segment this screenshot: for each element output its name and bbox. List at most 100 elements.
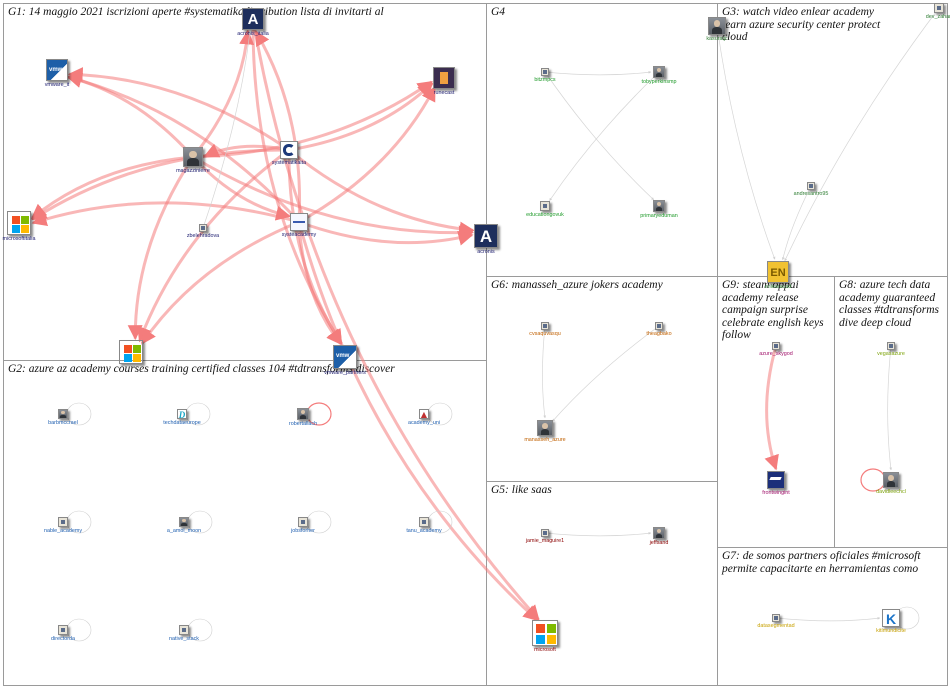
- node-label: native_stack: [169, 636, 199, 642]
- mortarboard-icon: ▲: [419, 409, 429, 419]
- node-nable_academy[interactable]: nable_academy: [44, 517, 82, 534]
- node-label: nable_academy: [43, 528, 83, 534]
- node-label: microsoftitalia: [2, 236, 36, 242]
- edge-dev_zahan-to-enlearacademy: [784, 7, 940, 262]
- edge-acronis_italia-to-vmware_partners: [251, 18, 343, 345]
- edge-systematikaita-to-microsoftitalia: [31, 148, 290, 221]
- node-azure_skygod[interactable]: azure_skygod: [759, 342, 793, 357]
- node-datasegmentad[interactable]: datasegmentad: [757, 614, 795, 629]
- node-vegasazure[interactable]: vegasazure: [877, 342, 905, 357]
- node-a_amol_moon[interactable]: a_amol_moon: [167, 517, 201, 534]
- small-logo-icon: [179, 625, 189, 635]
- self-loop-davidleechcl: [860, 468, 886, 492]
- edge-systematikaita-to-acronis: [288, 148, 475, 237]
- node-label: educationgovuk: [526, 212, 564, 218]
- node-label: vmware_it: [44, 82, 70, 88]
- node-ms_windows[interactable]: [119, 340, 143, 364]
- group-title-g2: G2: azure az academy courses training ce…: [8, 363, 395, 375]
- node-label: tanu_academy: [406, 528, 442, 534]
- node-label: manasseh_azure: [524, 437, 566, 443]
- node-label: magazzinierre: [176, 168, 210, 174]
- edge-systeacademy-to-vmware_it: [66, 73, 301, 224]
- edge-magazzinierre-to-ms_windows: [127, 156, 195, 341]
- node-label: systeacademy: [281, 232, 317, 238]
- node-runecast[interactable]: runecast: [433, 67, 455, 96]
- node-primaryeducation[interactable]: primaryeduman: [640, 200, 678, 219]
- group-title-g1: G1: 14 maggio 2021 iscrizioni aperte #sy…: [8, 6, 384, 18]
- node-zbelehradova[interactable]: zbelehradova: [187, 224, 219, 239]
- node-label: vegasazure: [877, 351, 905, 357]
- edge-azure_skygod-to-frontwingint: [764, 345, 779, 471]
- runecast-logo-icon: [433, 67, 455, 89]
- vmware-logo-icon: vmw: [333, 345, 357, 369]
- node-systematikaita[interactable]: systematikaita: [272, 141, 306, 166]
- node-native_stack[interactable]: native_stack: [169, 625, 199, 642]
- small-logo-icon: [58, 517, 68, 527]
- node-magazzinierre[interactable]: magazzinierre: [176, 147, 210, 174]
- node-manasseh_azure[interactable]: manasseh_azure: [524, 420, 566, 443]
- small-logo-icon: [887, 342, 895, 350]
- node-cvsaquvasqu[interactable]: cvsaquvasqu: [529, 322, 561, 337]
- vmware-logo-icon: vmw: [46, 59, 68, 81]
- small-logo-icon: [807, 182, 815, 190]
- edge-acronis_italia-to-microsoft: [251, 18, 540, 621]
- node-label: primaryeduman: [640, 213, 678, 219]
- node-tanu_academy[interactable]: tanu_academy: [406, 517, 442, 534]
- edge-systeacademy-to-microsoft: [297, 221, 539, 622]
- node-academy_uni[interactable]: ▲academy_uni: [408, 409, 440, 426]
- node-label: jeffsand: [649, 540, 669, 546]
- edge-bitzmpcs-to-tobyperkinsmp: [544, 70, 652, 76]
- node-systeacademy[interactable]: systeacademy: [282, 213, 316, 238]
- techdata-logo-icon: D: [177, 409, 187, 419]
- node-label: datasegmentad: [757, 623, 795, 629]
- node-barbmccrae[interactable]: barbmccrael: [48, 409, 78, 426]
- edge-systematikaita-to-magazzinierre: [203, 143, 290, 158]
- node-jobsforher[interactable]: jobsforher: [291, 517, 315, 534]
- node-label: academy_uni: [407, 420, 441, 426]
- node-theagbako[interactable]: theagbako: [646, 322, 672, 337]
- group-title-g9: G9: steam oppai academy release campaign…: [722, 279, 824, 341]
- node-label: vmware_partners: [324, 370, 366, 376]
- acronis-logo-icon: A: [242, 8, 264, 30]
- small-logo-icon: [541, 322, 549, 330]
- edge-andresantro95-to-enlearacademy: [781, 185, 812, 261]
- node-frontwingint[interactable]: frontwingint: [762, 471, 790, 496]
- edge-datasegmentad-to-kitlmundicite: [775, 616, 881, 622]
- edge-cvsaquvasqu-to-manasseh_azure: [542, 325, 547, 419]
- group-box-g8: G8: azure tech data academy guaranteed c…: [834, 276, 948, 548]
- node-directorda[interactable]: directorda: [51, 625, 75, 642]
- node-dev_zahan[interactable]: dev_zahan: [926, 3, 950, 20]
- node-label: kitlmundicite: [876, 628, 906, 634]
- node-educationgovuk[interactable]: educationgovuk: [526, 201, 564, 218]
- node-andresantro95[interactable]: andresantro95: [794, 182, 828, 197]
- node-jeffsand[interactable]: jeffsand: [650, 527, 668, 546]
- node-label: dev_zahan: [925, 14, 950, 20]
- node-jamie_maguire1[interactable]: jamie_maguire1: [526, 529, 564, 544]
- edge-systeacademy-to-ms_windows: [140, 220, 300, 345]
- edge-magazzinierre-to-acronis: [192, 155, 474, 241]
- group-title-g8: G8: azure tech data academy guaranteed c…: [839, 279, 939, 329]
- enlear-logo-icon: EN: [767, 261, 789, 283]
- node-davidleechcl[interactable]: davidleechcl: [876, 472, 906, 495]
- node-microsoft[interactable]: microsoft: [532, 620, 558, 653]
- small-logo-icon: [298, 517, 308, 527]
- small-logo-icon: [541, 529, 549, 537]
- node-robertallach[interactable]: robertallach: [289, 408, 317, 427]
- node-tobyperkinsmp[interactable]: tobyperkinsmp: [641, 66, 677, 85]
- node-bitzmpcs[interactable]: bitzmpcs: [534, 68, 556, 83]
- edge-bitzmpcs-to-primaryeducation: [544, 71, 655, 201]
- node-microsoftitalia[interactable]: microsoftitalia: [3, 211, 35, 242]
- person-photo-icon: [708, 17, 726, 35]
- small-logo-icon: [772, 342, 780, 350]
- node-label: kasuraijc: [706, 36, 728, 42]
- node-label: bitzmpcs: [534, 77, 556, 83]
- node-kasuraijc[interactable]: kasuraijc: [706, 17, 728, 42]
